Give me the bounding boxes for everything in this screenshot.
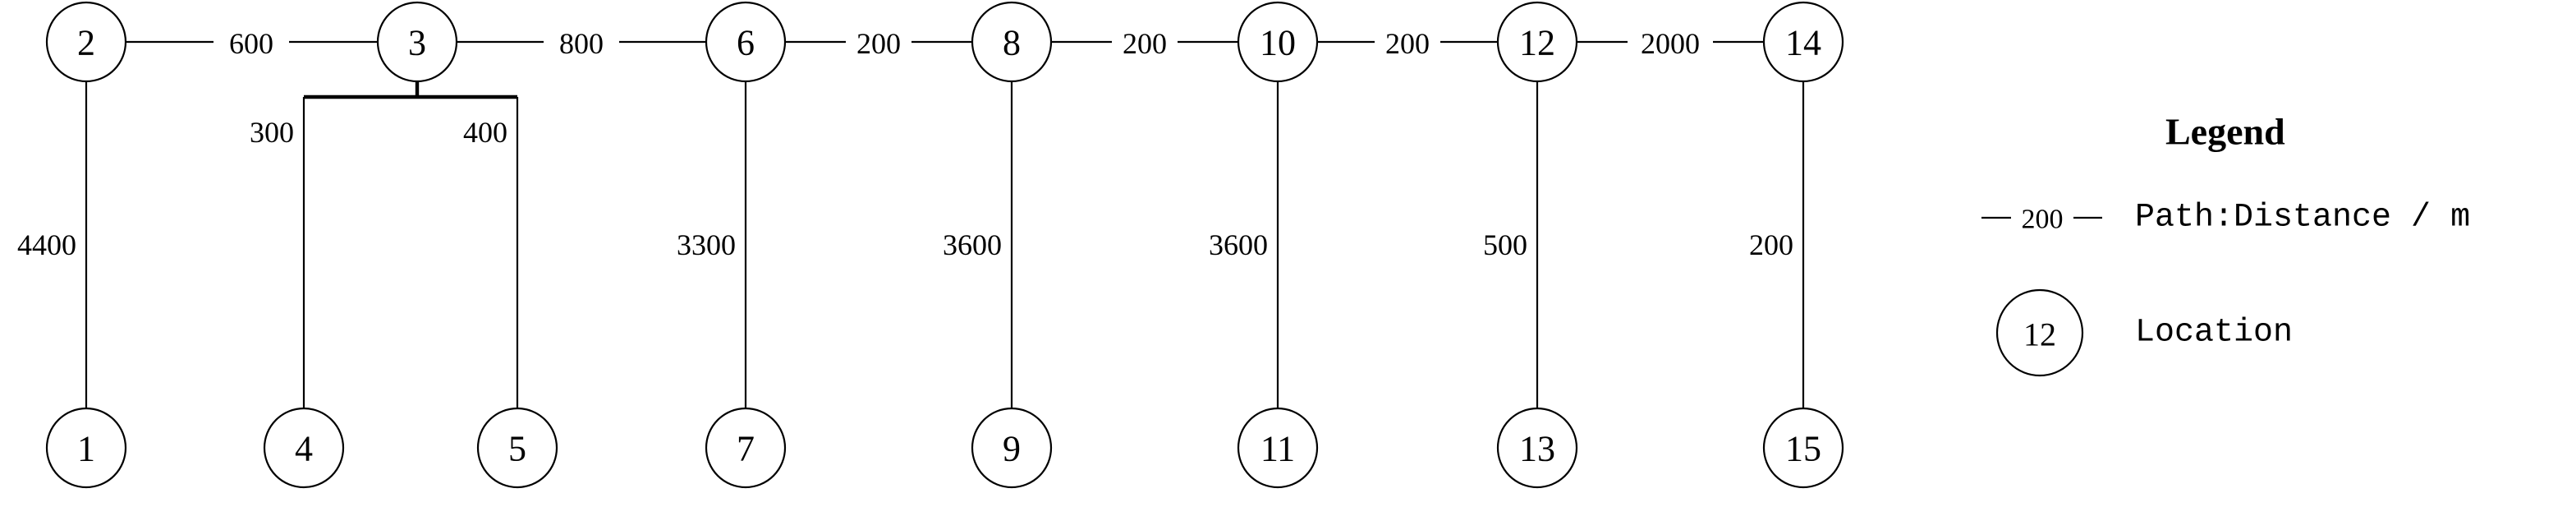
node-11[interactable]: 11	[1237, 407, 1319, 489]
node-label: 8	[1003, 23, 1021, 63]
branch-from-node-3: 300 400	[250, 81, 519, 408]
node-label: 1	[77, 429, 95, 469]
node-label: 12	[1519, 23, 1555, 63]
node-circle[interactable]	[1496, 1, 1578, 83]
node-circle[interactable]	[1237, 407, 1319, 489]
legend-item-path: 200 Path:Distance / m	[1981, 200, 2470, 237]
node-label: 7	[737, 429, 755, 469]
legend: Legend 200 Path:Distance / m 12 Location	[1981, 111, 2470, 377]
node-1[interactable]: 1	[45, 407, 127, 489]
node-9[interactable]: 9	[971, 407, 1053, 489]
legend-location-text: Location	[2135, 315, 2293, 352]
edge-10-12: 200	[1317, 27, 1498, 60]
node-12[interactable]: 12	[1496, 1, 1578, 83]
horizontal-edges-group: 600 800 200 200 200	[126, 27, 1764, 60]
edge-weight-label: 2000	[1641, 27, 1700, 60]
vertical-edges-group: 4400 3300 3600 3600 500 200	[17, 81, 1805, 408]
edge-weight-label: 200	[1749, 228, 1793, 261]
node-label: 11	[1260, 429, 1295, 469]
edge-weight-label: 4400	[17, 228, 76, 261]
node-14[interactable]: 14	[1762, 1, 1844, 83]
node-circle[interactable]	[971, 1, 1053, 83]
node-label: 14	[1785, 23, 1821, 63]
legend-path-text: Path:Distance / m	[2135, 200, 2470, 237]
node-7[interactable]: 7	[705, 407, 787, 489]
node-label: 2	[77, 23, 95, 63]
node-2[interactable]: 2	[45, 1, 127, 83]
node-circle[interactable]	[476, 407, 558, 489]
edge-weight-label: 200	[1385, 27, 1430, 60]
nodes-group: 1 2 3 4 5 6 7	[45, 1, 1844, 489]
edge-weight-label: 200	[856, 27, 901, 60]
edge-3-6: 800	[457, 27, 706, 60]
node-circle[interactable]	[705, 407, 787, 489]
node-label: 10	[1260, 23, 1296, 63]
node-label: 3	[408, 23, 426, 63]
node-6[interactable]: 6	[705, 1, 787, 83]
edge-6-7: 3300	[677, 81, 747, 408]
node-circle[interactable]	[1762, 1, 1844, 83]
node-circle[interactable]	[45, 1, 127, 83]
node-circle[interactable]	[1496, 407, 1578, 489]
edge-3-5: 400	[463, 97, 519, 408]
node-label: 9	[1003, 429, 1021, 469]
node-label: 5	[508, 429, 526, 469]
edge-weight-label: 800	[559, 27, 604, 60]
edge-3-4: 300	[250, 97, 305, 408]
node-15[interactable]: 15	[1762, 407, 1844, 489]
node-13[interactable]: 13	[1496, 407, 1578, 489]
edge-weight-label: 600	[229, 27, 273, 60]
edge-weight-label: 3600	[1209, 228, 1268, 261]
edge-weight-label: 300	[250, 116, 294, 149]
node-10[interactable]: 10	[1237, 1, 1319, 83]
legend-item-location: 12 Location	[1995, 288, 2293, 377]
node-8[interactable]: 8	[971, 1, 1053, 83]
node-4[interactable]: 4	[263, 407, 345, 489]
edge-2-3: 600	[126, 27, 378, 60]
edge-weight-label: 500	[1483, 228, 1527, 261]
legend-location-circle-icon	[1995, 288, 2084, 377]
node-5[interactable]: 5	[476, 407, 558, 489]
edge-6-8: 200	[785, 27, 972, 60]
node-label: 13	[1519, 429, 1555, 469]
edge-12-14: 2000	[1577, 27, 1764, 60]
node-circle[interactable]	[45, 407, 127, 489]
node-3[interactable]: 3	[376, 1, 458, 83]
node-circle[interactable]	[971, 407, 1053, 489]
edge-8-9: 3600	[943, 81, 1013, 408]
node-label: 6	[737, 23, 755, 63]
edge-8-10: 200	[1051, 27, 1238, 60]
legend-location-sample-value: 12	[2023, 316, 2056, 353]
edge-12-13: 500	[1483, 81, 1539, 408]
legend-title: Legend	[2165, 111, 2285, 153]
edge-14-15: 200	[1749, 81, 1805, 408]
edge-2-1: 4400	[17, 81, 88, 408]
edge-weight-label: 3300	[677, 228, 736, 261]
node-circle[interactable]	[376, 1, 458, 83]
node-label: 15	[1785, 429, 1821, 469]
node-circle[interactable]	[1762, 407, 1844, 489]
node-circle[interactable]	[263, 407, 345, 489]
edge-weight-label: 3600	[943, 228, 1002, 261]
node-circle[interactable]	[1237, 1, 1319, 83]
node-circle[interactable]	[705, 1, 787, 83]
node-label: 4	[295, 429, 313, 469]
edge-weight-label: 400	[463, 116, 507, 149]
edge-10-11: 3600	[1209, 81, 1279, 408]
legend-path-sample-value: 200	[2022, 205, 2064, 235]
edge-weight-label: 200	[1123, 27, 1167, 60]
